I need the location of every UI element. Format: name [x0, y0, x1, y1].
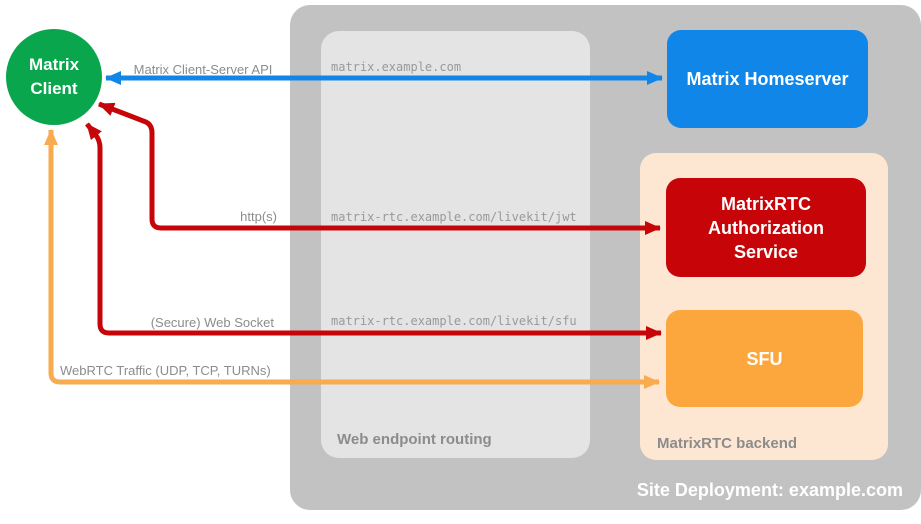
web-endpoint-routing-panel: Web endpoint routing	[321, 31, 590, 458]
auth-service-label-line2: Authorization	[708, 217, 824, 238]
matrix-client-node: Matrix Client	[6, 29, 102, 125]
endpoint-livekit-jwt: matrix-rtc.example.com/livekit/jwt	[331, 210, 577, 224]
endpoint-livekit-sfu: matrix-rtc.example.com/livekit/sfu	[331, 314, 577, 328]
site-deployment-caption: Site Deployment: example.com	[636, 480, 903, 500]
matrix-client-label-line2: Client	[30, 79, 78, 98]
auth-service-label-line3: Service	[733, 241, 799, 262]
matrixrtc-backend-panel: MatrixRTC Authorization Service SFU Matr…	[640, 153, 888, 460]
matrix-homeserver-node: Matrix Homeserver	[667, 30, 868, 128]
https-arrow-label: http(s)	[240, 209, 277, 224]
routing-panel-caption: Web endpoint routing	[337, 431, 492, 448]
webrtc-traffic-arrow-label: WebRTC Traffic (UDP, TCP, TURNs)	[60, 363, 271, 378]
endpoint-matrix-example-com: matrix.example.com	[331, 60, 462, 74]
sfu-label: SFU	[746, 348, 783, 369]
sfu-node: SFU	[666, 310, 863, 407]
site-deployment-container: Web endpoint routing Matrix Homeserver M…	[290, 5, 921, 510]
matrix-homeserver-label: Matrix Homeserver	[686, 69, 849, 89]
matrixrtc-authorization-service-node: MatrixRTC Authorization Service	[666, 178, 866, 277]
matrix-client-label-line1: Matrix	[28, 55, 80, 74]
backend-panel-caption: MatrixRTC backend	[657, 435, 798, 452]
client-server-api-arrow-label: Matrix Client-Server API	[133, 62, 273, 77]
web-socket-arrow-label: (Secure) Web Socket	[150, 315, 274, 330]
auth-service-label-line1: MatrixRTC	[720, 193, 811, 214]
